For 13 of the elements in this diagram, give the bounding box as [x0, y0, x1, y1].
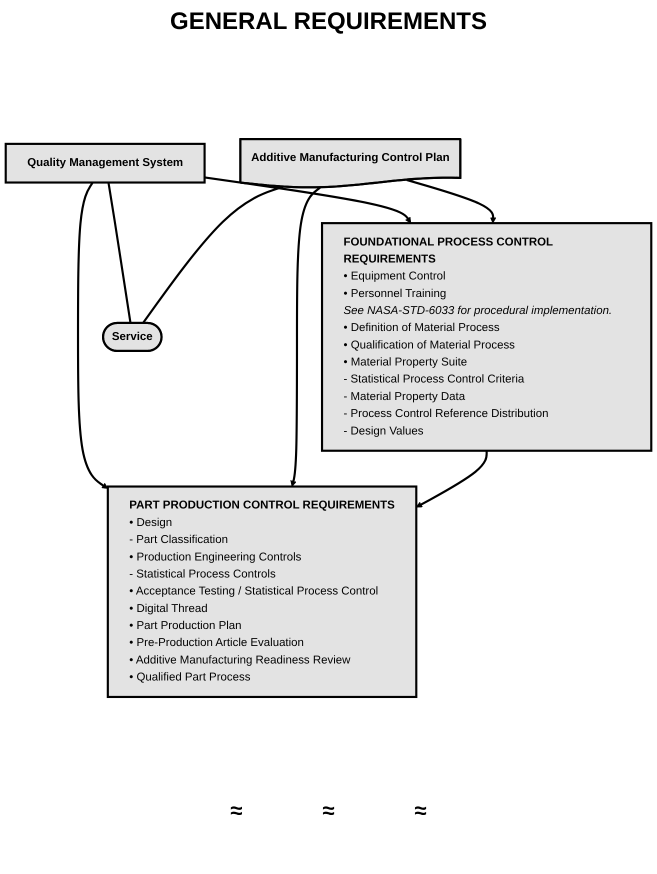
- arrow: [76, 182, 108, 489]
- arrow: [406, 178, 496, 224]
- node-box: PART PRODUCTION CONTROL REQUIREMENTS • Design - Part Classification • Production Engineering Controls - Statistical Process Controls • Acceptance Testing / Statistical Process Control • Digital Thread • Part Production Plan • Pre-Production Article Evaluation • Additive Manufacturing Readiness Review • Qualified Part Process: [106, 485, 418, 698]
- break-mark: ≈: [322, 798, 335, 823]
- connector: [107, 182, 132, 324]
- break-mark: ≈: [414, 798, 427, 823]
- node-box: Quality Management System: [4, 142, 206, 184]
- break-mark: ≈: [230, 798, 242, 823]
- node-box: FOUNDATIONAL PROCESS CONTROL REQUIREMENTS • Equipment Control • Personnel Training See NASA-STD-6033 for procedural implementation. • Definition of Material Process • Qualification of Material Process • Material Property Suite - Statistical Process Control Criteria - Material Property Data - Process Control Reference Distribution - Design Values: [320, 222, 652, 452]
- arrow: [416, 450, 488, 508]
- diagram-title: GENERAL REQUIREMENTS: [169, 8, 488, 36]
- arrow: [204, 176, 412, 224]
- arrow: [290, 186, 321, 487]
